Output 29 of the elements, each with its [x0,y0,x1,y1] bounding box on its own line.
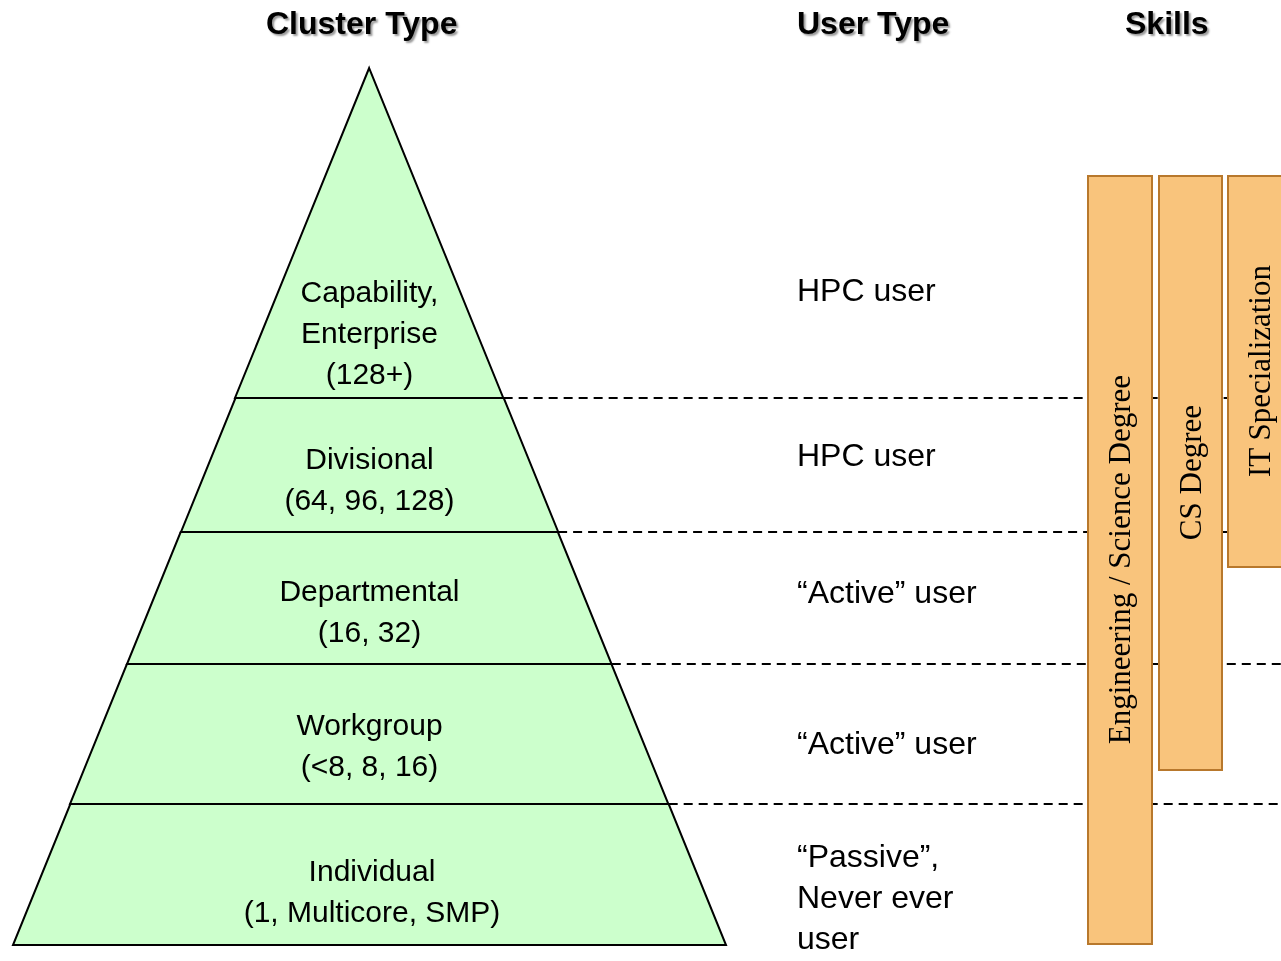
pyramid-tier [13,804,726,945]
node-count-range: (<8, 8, 16) [299,748,440,784]
pyramid-top-triangle [235,68,504,398]
tier-name: Divisional [304,441,435,477]
node-count-range: (64, 96, 128) [283,482,456,518]
node-count-range: (128+) [324,356,415,392]
pyramid-tier [127,532,612,664]
tier-name: Individual [307,853,437,889]
skill-label: IT Specialization [1242,265,1278,478]
skill-label: Engineering / Science Degree [1102,375,1138,745]
user-type-label: “Passive”, Never ever user [797,837,955,958]
tier-name: Departmental [278,573,461,609]
column-header: Skills [1125,5,1209,42]
skill-bar [1087,175,1153,945]
user-type-label: HPC user [797,271,936,310]
user-type-label: “Active” user [797,573,977,612]
pyramid-tier [180,398,559,532]
pyramid-tier [70,664,669,804]
column-header: User Type [797,5,950,42]
skill-bar [1227,175,1281,568]
skill-bar [1158,175,1223,771]
skill-label: CS Degree [1172,405,1209,541]
column-header: Cluster Type [266,5,458,42]
user-type-label: HPC user [797,436,936,475]
tier-name: Capability, Enterprise [299,274,440,351]
node-count-range: (1, Multicore, SMP) [242,894,502,930]
node-count-range: (16, 32) [316,614,423,650]
user-type-label: “Active” user [797,724,977,763]
tier-name: Workgroup [295,707,444,743]
